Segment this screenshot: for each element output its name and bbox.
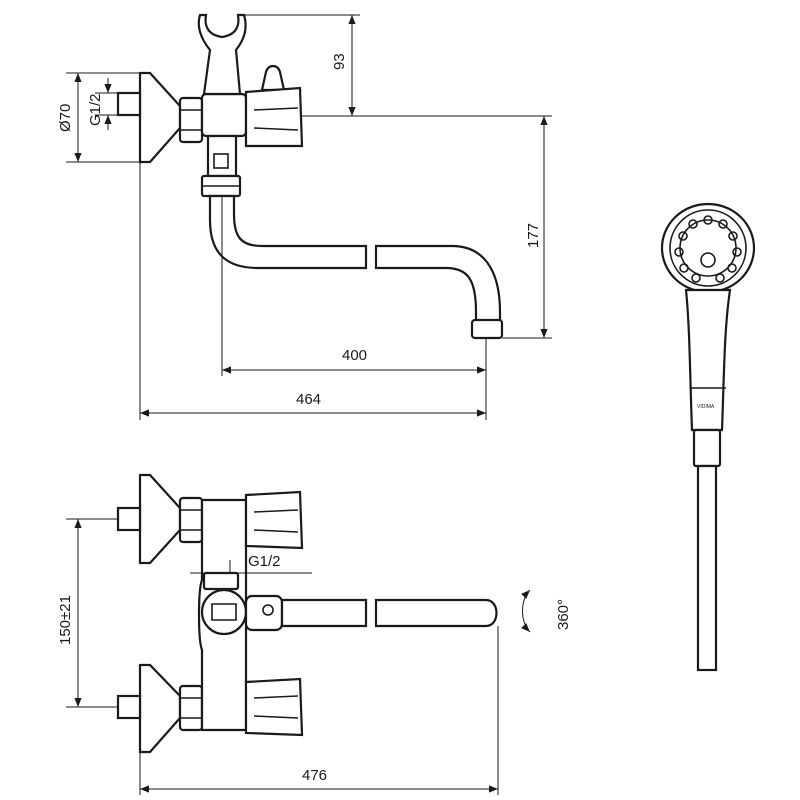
side-handle <box>244 86 304 148</box>
front-upper-flange <box>138 473 182 565</box>
shower-nozzles <box>674 215 742 283</box>
dim-rotation: 360° <box>555 599 572 630</box>
dim-thread-front: G1/2 <box>248 553 281 570</box>
front-lower-handle <box>244 677 304 737</box>
shower-head <box>660 202 756 294</box>
dim-height-177: 177 <box>525 223 542 248</box>
shower-cone <box>692 428 722 468</box>
dim-height-93: 93 <box>331 53 348 70</box>
side-nut <box>178 96 204 144</box>
side-connector <box>206 134 238 178</box>
dim-flange-diameter: Ø70 <box>57 104 74 132</box>
brand-label: VIDIMA <box>697 404 715 410</box>
front-spout <box>280 598 368 628</box>
side-view: Ø70 G1/2 93 177 400 464 <box>57 13 552 420</box>
front-diverter <box>200 588 248 636</box>
dim-spout-400: 400 <box>342 347 367 364</box>
dim-centers: 150±21 <box>57 595 74 645</box>
rotation-arrow <box>521 589 531 633</box>
shower-hose <box>696 464 718 672</box>
side-wall-flange <box>138 71 182 164</box>
dim-overall-464: 464 <box>296 391 321 408</box>
dim-overall-476: 476 <box>302 767 327 784</box>
hand-shower: VIDIMA <box>660 202 756 672</box>
shower-holder <box>197 13 247 96</box>
side-lever <box>260 64 286 92</box>
front-view: 150±21 G1/2 360° 476 <box>57 473 572 795</box>
front-diverter-nut <box>202 571 240 591</box>
dim-thread-top: G1/2 <box>87 93 104 126</box>
side-inlet-stub <box>116 91 142 117</box>
front-upper-handle <box>244 490 304 550</box>
side-body <box>200 92 248 138</box>
shower-handle <box>684 288 732 432</box>
side-spout <box>208 194 368 270</box>
side-aerator <box>470 318 504 340</box>
front-lower-flange <box>138 663 182 754</box>
